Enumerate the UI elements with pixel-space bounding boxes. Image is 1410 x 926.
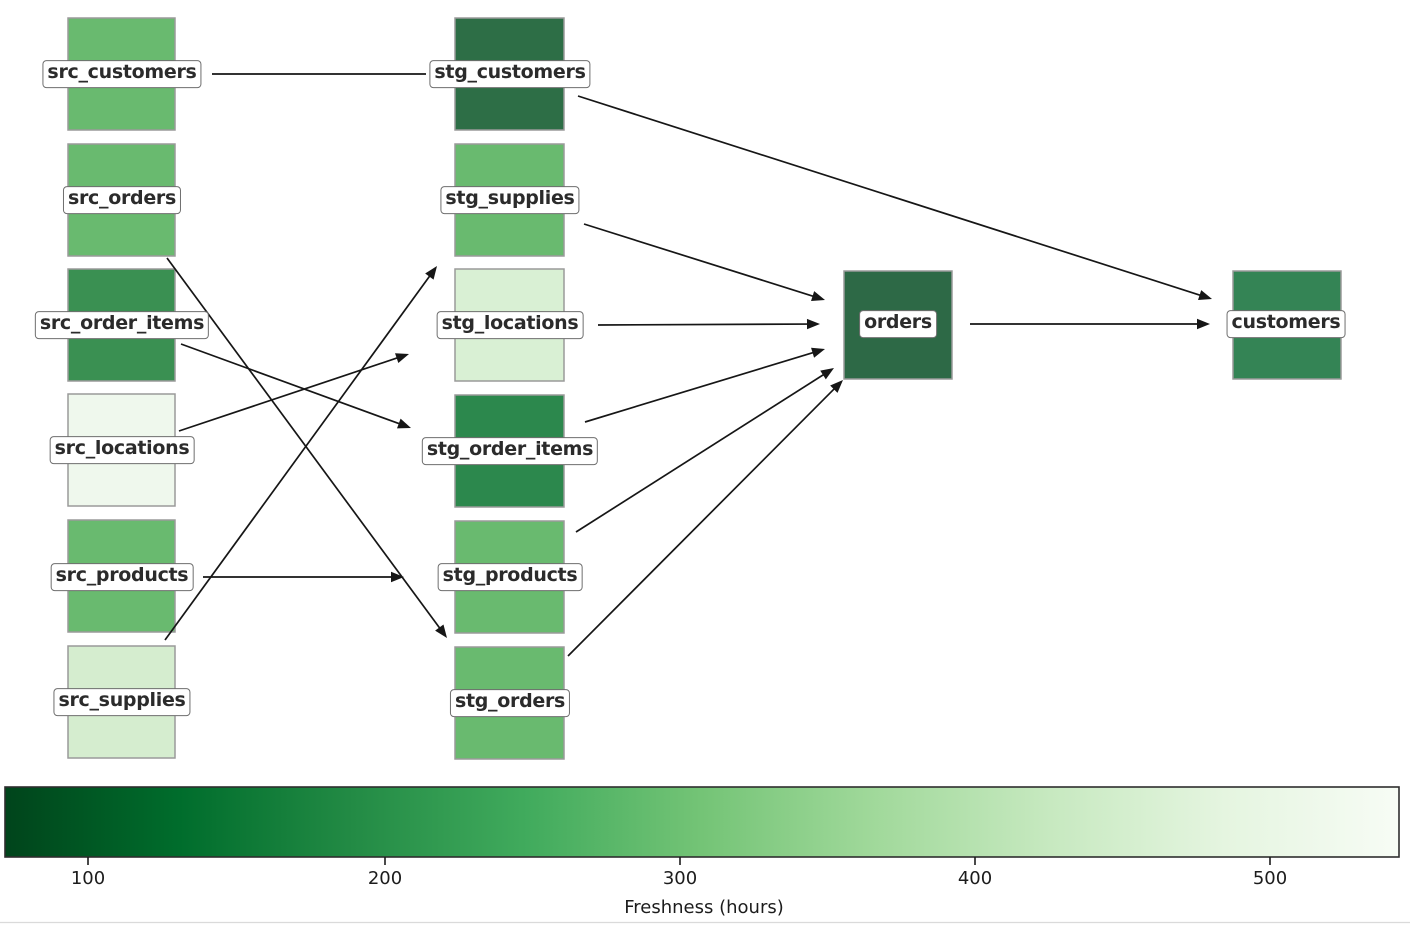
arrowhead-stg_order_items-to-orders [811,347,825,358]
node-rect-src_locations [67,393,176,507]
arrowhead-src_locations-to-stg_locations [395,353,409,364]
edge-stg_customers-to-customers [577,95,1202,297]
colorbar-axis-label: Freshness (hours) [624,897,784,918]
edge-src_orders-to-stg_orders [166,257,442,630]
node-rect-orders [843,270,953,380]
arrowhead-src_orders-to-stg_orders [435,624,447,638]
node-rect-customers [1232,270,1342,380]
node-rect-src_customers [67,17,176,131]
node-rect-stg_products [454,520,565,634]
edge-src_locations-to-stg_locations [178,356,399,432]
arrowhead-src_order_items-to-stg_order_items [397,418,411,429]
node-rect-stg_supplies [454,143,565,257]
node-rect-stg_orders [454,646,565,760]
node-rect-stg_locations [454,268,565,382]
colorbar-gradient [4,786,1400,858]
edge-stg_orders-to-orders [567,387,836,657]
node-rect-src_supplies [67,645,176,759]
node-rect-src_products [67,519,176,633]
arrowhead-stg_products-to-orders [820,368,834,380]
edge-stg_supplies-to-orders [583,223,815,298]
arrowhead-src_products-to-stg_products [391,571,404,583]
edge-stg_locations-to-orders [597,323,810,326]
arrowhead-stg_orders-to-orders [830,380,843,393]
node-rect-stg_order_items [454,394,565,508]
edge-stg_order_items-to-orders [584,351,815,423]
arrowhead-src_supplies-to-stg_supplies [425,266,437,280]
edge-stg_products-to-orders [575,373,826,533]
node-rect-stg_customers [454,17,565,131]
node-rect-src_orders [67,143,176,257]
edge-src_order_items-to-stg_order_items [180,343,401,426]
arrowhead-orders-to-customers [1197,318,1210,330]
arrowhead-stg_customers-to-customers [1198,290,1212,300]
node-rect-src_order_items [67,268,176,382]
edge-src_supplies-to-stg_supplies [164,274,432,641]
arrowhead-stg_supplies-to-orders [811,291,825,302]
arrowhead-stg_locations-to-orders [806,318,820,330]
